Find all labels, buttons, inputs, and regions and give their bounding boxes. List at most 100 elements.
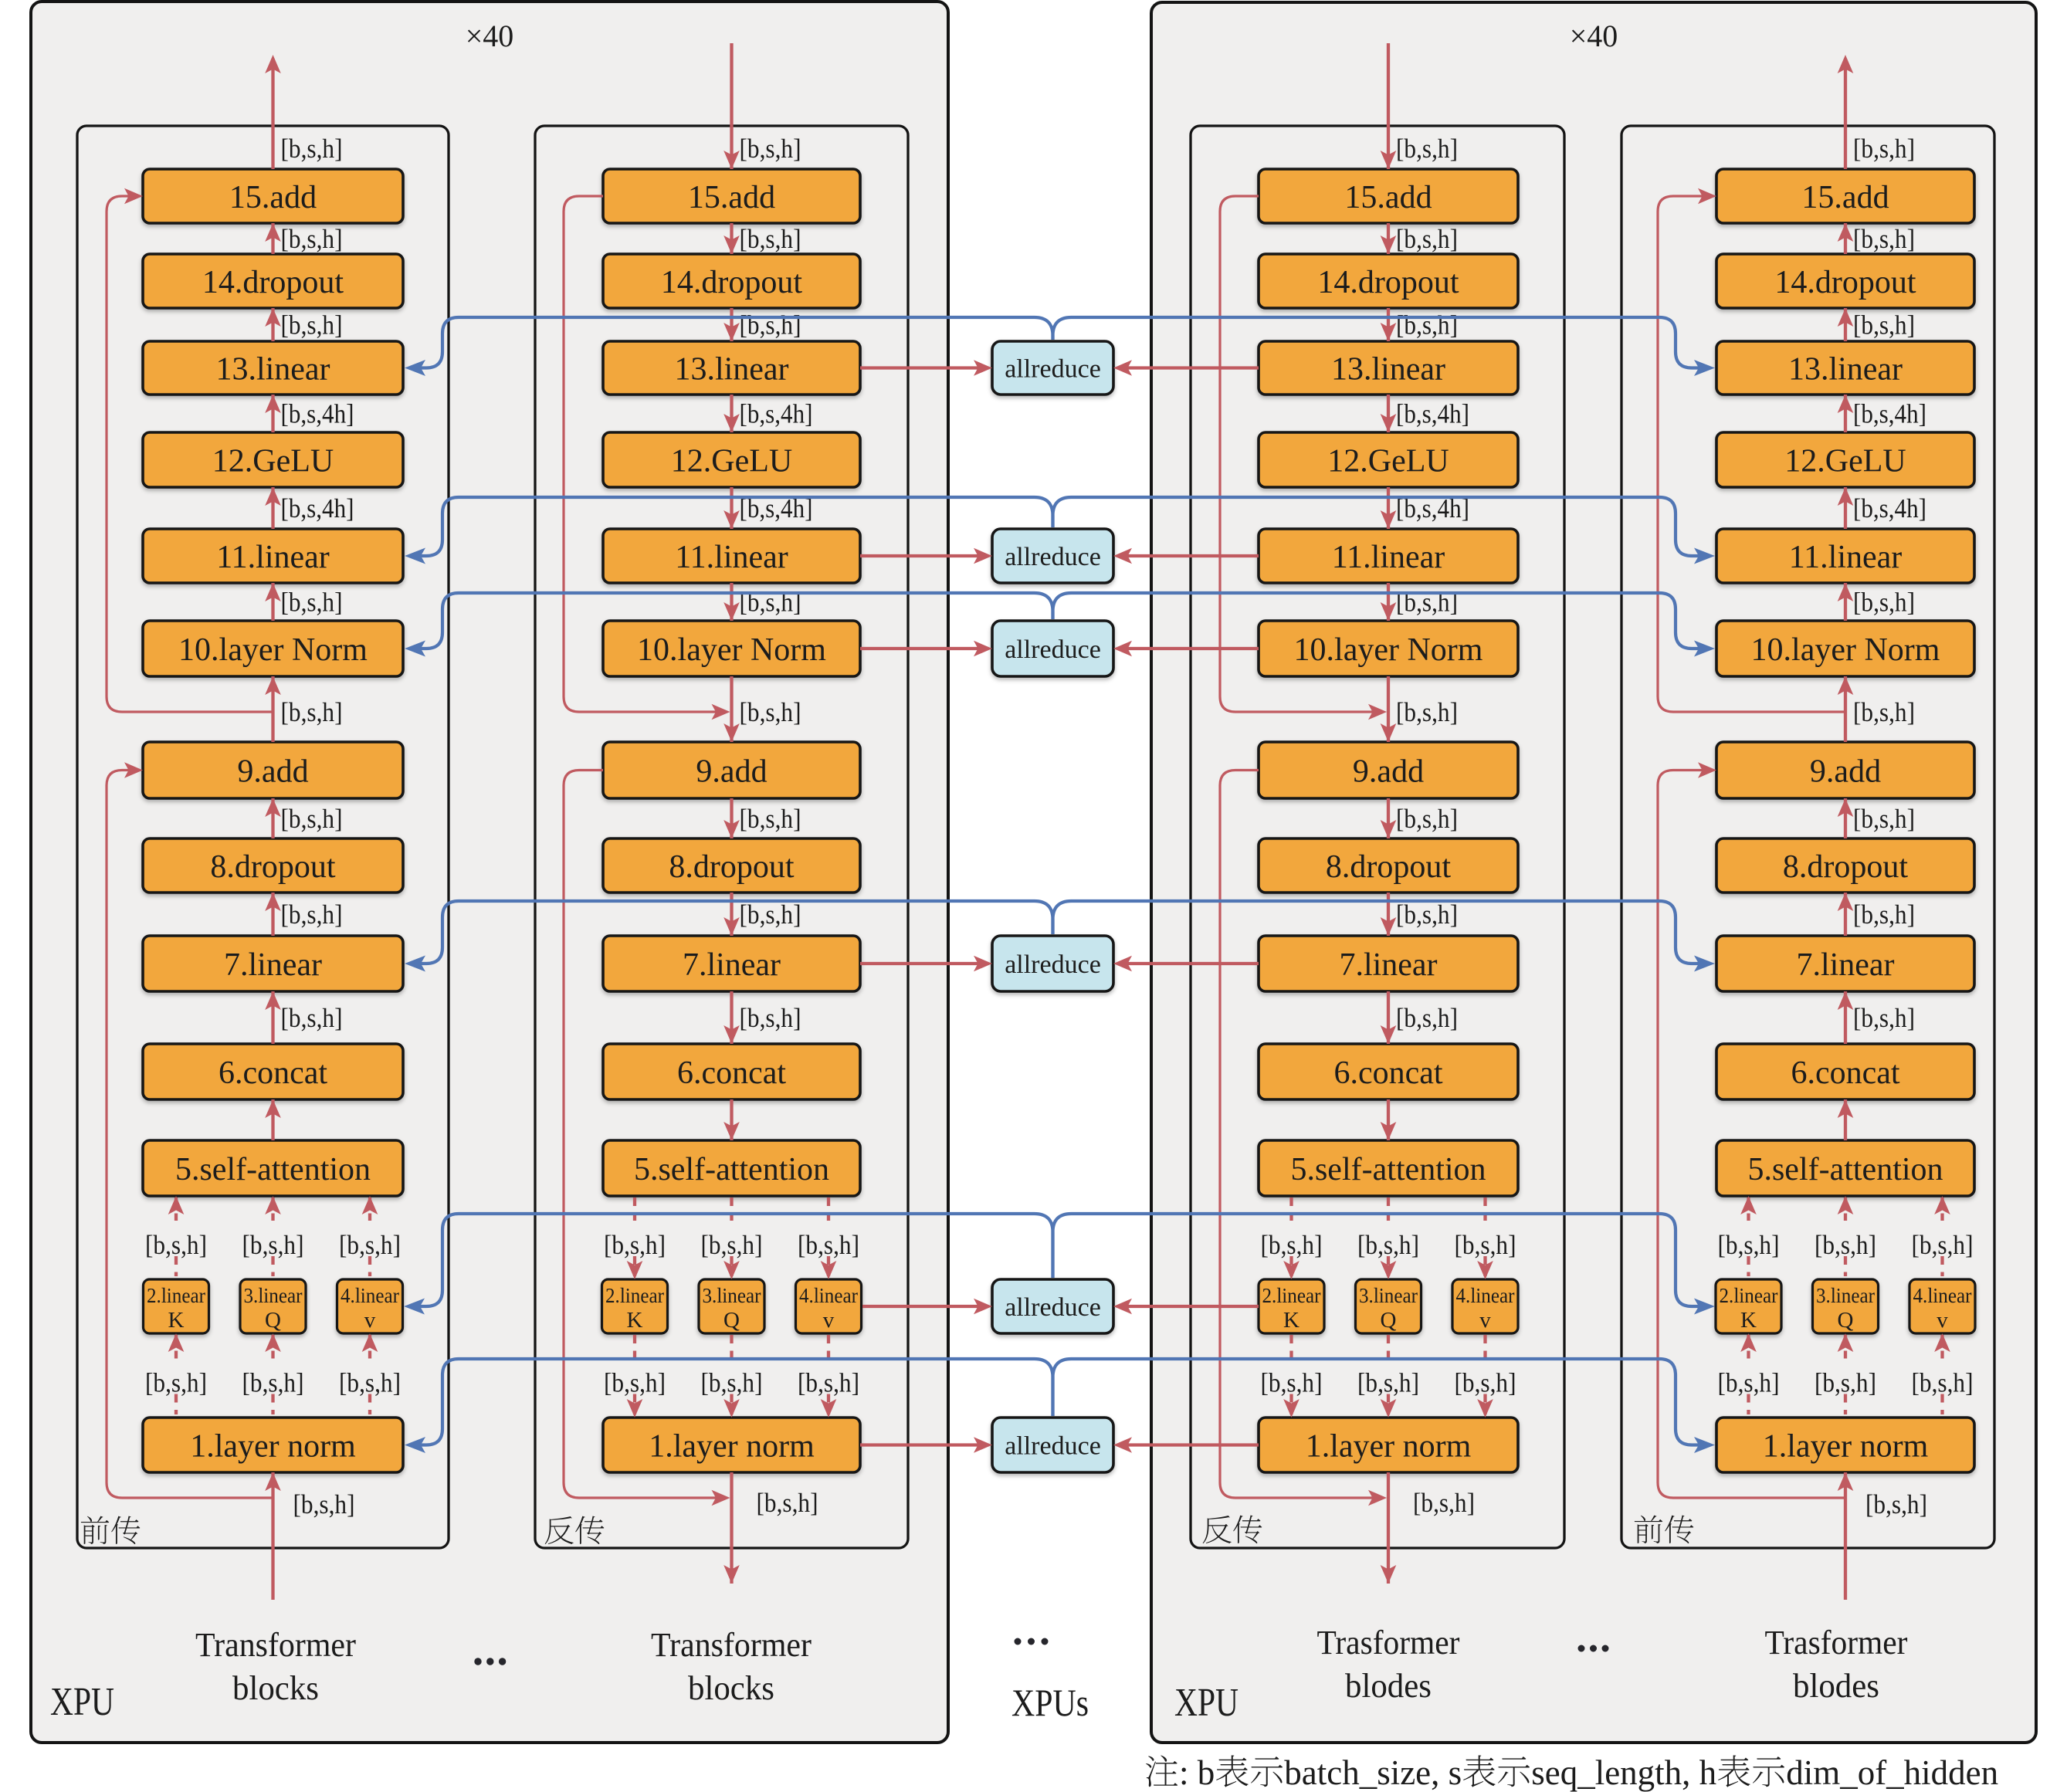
svg-text:15.add: 15.add	[1344, 180, 1432, 215]
svg-text:[b,s,h]: [b,s,h]	[1853, 1003, 1915, 1033]
svg-text:XPUs: XPUs	[1011, 1681, 1089, 1724]
svg-text:13.linear: 13.linear	[674, 352, 788, 388]
svg-text:9.add: 9.add	[696, 754, 767, 790]
svg-text:8.dropout: 8.dropout	[1783, 849, 1908, 885]
svg-text:[b,s,h]: [b,s,h]	[1853, 588, 1915, 618]
svg-text:[b,s,h]: [b,s,h]	[740, 697, 801, 727]
svg-text:allreduce: allreduce	[1005, 543, 1101, 571]
svg-text:XPU: XPU	[1174, 1681, 1239, 1725]
svg-text:seq_length, h: seq_length, h	[1531, 1753, 1716, 1792]
svg-text:[b,s,4h]: [b,s,4h]	[740, 399, 813, 429]
svg-text:[b,s,h]: [b,s,h]	[1413, 1488, 1475, 1518]
svg-text:[b,s,h]: [b,s,h]	[339, 1368, 401, 1398]
svg-text:[b,s,h]: [b,s,h]	[740, 224, 801, 254]
svg-text:[b,s,h]: [b,s,h]	[757, 1488, 818, 1518]
svg-text:10.layer Norm: 10.layer Norm	[1751, 632, 1940, 668]
svg-text:[b,s,h]: [b,s,h]	[242, 1230, 304, 1260]
svg-text:12.GeLU: 12.GeLU	[212, 444, 334, 479]
svg-text:[b,s,h]: [b,s,h]	[1396, 899, 1458, 930]
svg-text:[b,s,h]: [b,s,h]	[145, 1368, 207, 1398]
svg-text:12.GeLU: 12.GeLU	[1327, 444, 1449, 479]
svg-text:12.GeLU: 12.GeLU	[1784, 444, 1906, 479]
svg-text:8.dropout: 8.dropout	[1326, 849, 1451, 885]
svg-text:[b,s,h]: [b,s,h]	[740, 804, 801, 834]
svg-text:[b,s,h]: [b,s,h]	[740, 134, 801, 164]
svg-text:6.concat: 6.concat	[1791, 1055, 1899, 1091]
svg-text:2.linear: 2.linear	[605, 1284, 664, 1307]
svg-text:[b,s,h]: [b,s,h]	[1853, 134, 1915, 164]
svg-text:[b,s,h]: [b,s,h]	[281, 804, 343, 834]
svg-text:7.linear: 7.linear	[1796, 947, 1894, 983]
svg-text:14.dropout: 14.dropout	[1774, 265, 1916, 300]
svg-text:[b,s,h]: [b,s,h]	[1357, 1368, 1419, 1398]
svg-text:6.concat: 6.concat	[219, 1055, 327, 1091]
svg-text:13.linear: 13.linear	[1331, 352, 1445, 388]
svg-text:5.self-attention: 5.self-attention	[634, 1152, 829, 1187]
svg-text:allreduce: allreduce	[1005, 1432, 1101, 1461]
svg-text:[b,s,h]: [b,s,h]	[1396, 697, 1458, 727]
svg-text:12.GeLU: 12.GeLU	[671, 444, 792, 479]
svg-text:[b,s,h]: [b,s,h]	[1912, 1368, 1974, 1398]
svg-text:1.layer norm: 1.layer norm	[1763, 1429, 1929, 1465]
svg-text:[b,s,h]: [b,s,h]	[281, 224, 343, 254]
svg-text:[b,s,h]: [b,s,h]	[281, 134, 343, 164]
svg-text:[b,s,h]: [b,s,h]	[1865, 1489, 1927, 1519]
svg-text:3.linear: 3.linear	[244, 1284, 303, 1307]
svg-text:allreduce: allreduce	[1005, 1293, 1101, 1322]
svg-text:11.linear: 11.linear	[1789, 540, 1903, 575]
svg-text:[b,s,4h]: [b,s,4h]	[281, 399, 354, 429]
svg-text:2.linear: 2.linear	[1262, 1284, 1321, 1307]
svg-text:5.self-attention: 5.self-attention	[1290, 1152, 1486, 1187]
svg-text:[b,s,h]: [b,s,h]	[1261, 1230, 1323, 1260]
svg-text:[b,s,h]: [b,s,h]	[242, 1368, 304, 1398]
svg-text:: b: : b	[1179, 1753, 1215, 1792]
svg-text:13.linear: 13.linear	[1788, 352, 1903, 388]
svg-text:11.linear: 11.linear	[1332, 540, 1445, 575]
svg-text:dim_of_hidden: dim_of_hidden	[1786, 1753, 1998, 1792]
svg-text:7.linear: 7.linear	[224, 947, 322, 983]
svg-text:9.add: 9.add	[237, 754, 308, 790]
svg-text:[b,s,h]: [b,s,h]	[798, 1368, 859, 1398]
svg-text:blodes: blodes	[1345, 1667, 1432, 1705]
svg-text:[b,s,h]: [b,s,h]	[701, 1230, 763, 1260]
svg-text:14.dropout: 14.dropout	[661, 265, 802, 300]
svg-text:Q: Q	[1838, 1308, 1854, 1333]
svg-text:blocks: blocks	[232, 1669, 319, 1707]
svg-text:1.layer norm: 1.layer norm	[1306, 1429, 1472, 1465]
svg-text:11.linear: 11.linear	[675, 540, 788, 575]
svg-text:[b,s,h]: [b,s,h]	[1853, 697, 1915, 727]
svg-text:Trasformer: Trasformer	[1317, 1624, 1460, 1662]
svg-text:2.linear: 2.linear	[1720, 1284, 1778, 1307]
svg-text:2.linear: 2.linear	[147, 1284, 205, 1307]
svg-text:[b,s,4h]: [b,s,4h]	[1853, 399, 1926, 429]
svg-text:13.linear: 13.linear	[215, 352, 330, 388]
svg-text:v: v	[1937, 1308, 1948, 1333]
svg-text:11.linear: 11.linear	[216, 540, 330, 575]
svg-text:v: v	[823, 1308, 835, 1333]
svg-text:[b,s,h]: [b,s,h]	[339, 1230, 401, 1260]
svg-text:XPU: XPU	[50, 1680, 114, 1724]
svg-text:1.layer norm: 1.layer norm	[649, 1429, 815, 1465]
svg-text:K: K	[168, 1308, 185, 1333]
svg-text:[b,s,h]: [b,s,h]	[1396, 1003, 1458, 1033]
svg-text:[b,s,h]: [b,s,h]	[281, 588, 343, 618]
svg-text:15.add: 15.add	[688, 180, 775, 215]
svg-text:4.linear: 4.linear	[341, 1284, 399, 1307]
svg-text:[b,s,h]: [b,s,h]	[1396, 224, 1458, 254]
svg-text:14.dropout: 14.dropout	[202, 265, 344, 300]
svg-text:[b,s,h]: [b,s,h]	[798, 1230, 859, 1260]
svg-text:[b,s,h]: [b,s,h]	[1261, 1368, 1323, 1398]
svg-text:10.layer Norm: 10.layer Norm	[637, 632, 826, 668]
svg-text:[b,s,h]: [b,s,h]	[1853, 804, 1915, 834]
svg-text:9.add: 9.add	[1810, 754, 1881, 790]
svg-text:K: K	[1283, 1308, 1299, 1333]
svg-text:[b,s,h]: [b,s,h]	[1912, 1230, 1974, 1260]
svg-text:10.layer Norm: 10.layer Norm	[1294, 632, 1483, 668]
svg-text:v: v	[364, 1308, 376, 1333]
svg-text:[b,s,4h]: [b,s,4h]	[281, 493, 354, 523]
svg-text:[b,s,h]: [b,s,h]	[1357, 1230, 1419, 1260]
svg-text:Q: Q	[1381, 1308, 1397, 1333]
svg-text:K: K	[627, 1308, 643, 1333]
svg-text:Q: Q	[723, 1308, 740, 1333]
svg-text:6.concat: 6.concat	[1333, 1055, 1442, 1091]
